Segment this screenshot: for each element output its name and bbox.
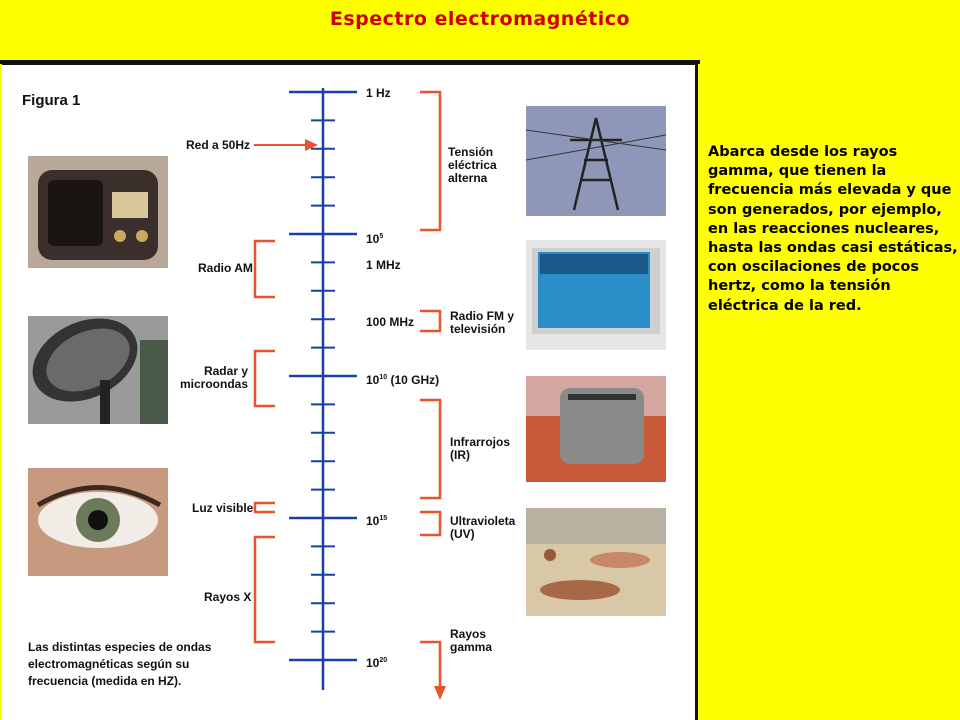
freq-10-15: 1015 xyxy=(366,514,388,528)
label-luz-visible: Luz visible xyxy=(192,501,254,515)
freq-1hz: 1 Hz xyxy=(366,86,391,100)
red-50hz-arrow-head xyxy=(305,139,318,151)
power-tower-photo xyxy=(525,106,667,216)
label-rayos-x: Rayos X xyxy=(204,590,252,604)
description-text: Abarca desde los rayos gamma, que tienen… xyxy=(708,144,958,314)
bracket-radar xyxy=(253,349,275,408)
freq-10-10: 1010 (10 GHz) xyxy=(366,373,440,387)
bracket-gamma xyxy=(420,640,442,690)
figure-caption: Las distintas especies de ondas electrom… xyxy=(28,640,212,688)
freq-10-5: 105 xyxy=(366,232,384,246)
bracket-fm xyxy=(420,309,442,333)
bracket-tension xyxy=(420,90,442,232)
label-infrarrojos: Infrarrojos(IR) xyxy=(450,435,511,462)
label-radio-am: Radio AM xyxy=(198,261,253,275)
toaster-photo xyxy=(526,376,666,482)
bracket-uv xyxy=(420,510,442,537)
freq-1mhz: 1 MHz xyxy=(366,258,401,272)
page-title: Espectro electromagnético xyxy=(329,8,631,30)
radar-dish-photo xyxy=(28,316,168,424)
bracket-rayos-x xyxy=(253,535,275,644)
beach-photo xyxy=(526,508,666,616)
figure-label: Figura 1 xyxy=(22,92,81,109)
eye-photo xyxy=(28,468,168,576)
tv-photo xyxy=(526,240,666,350)
gamma-arrow-head xyxy=(434,686,446,700)
freq-10-20: 1020 xyxy=(366,656,388,670)
bracket-radio-am xyxy=(253,239,275,299)
radio-photo xyxy=(28,156,168,268)
bracket-ir xyxy=(420,398,442,500)
freq-100mhz: 100 MHz xyxy=(366,315,415,329)
label-ultravioleta: Ultravioleta(UV) xyxy=(450,514,516,541)
label-red-50hz: Red a 50Hz xyxy=(186,138,251,152)
bracket-luz xyxy=(253,501,275,514)
